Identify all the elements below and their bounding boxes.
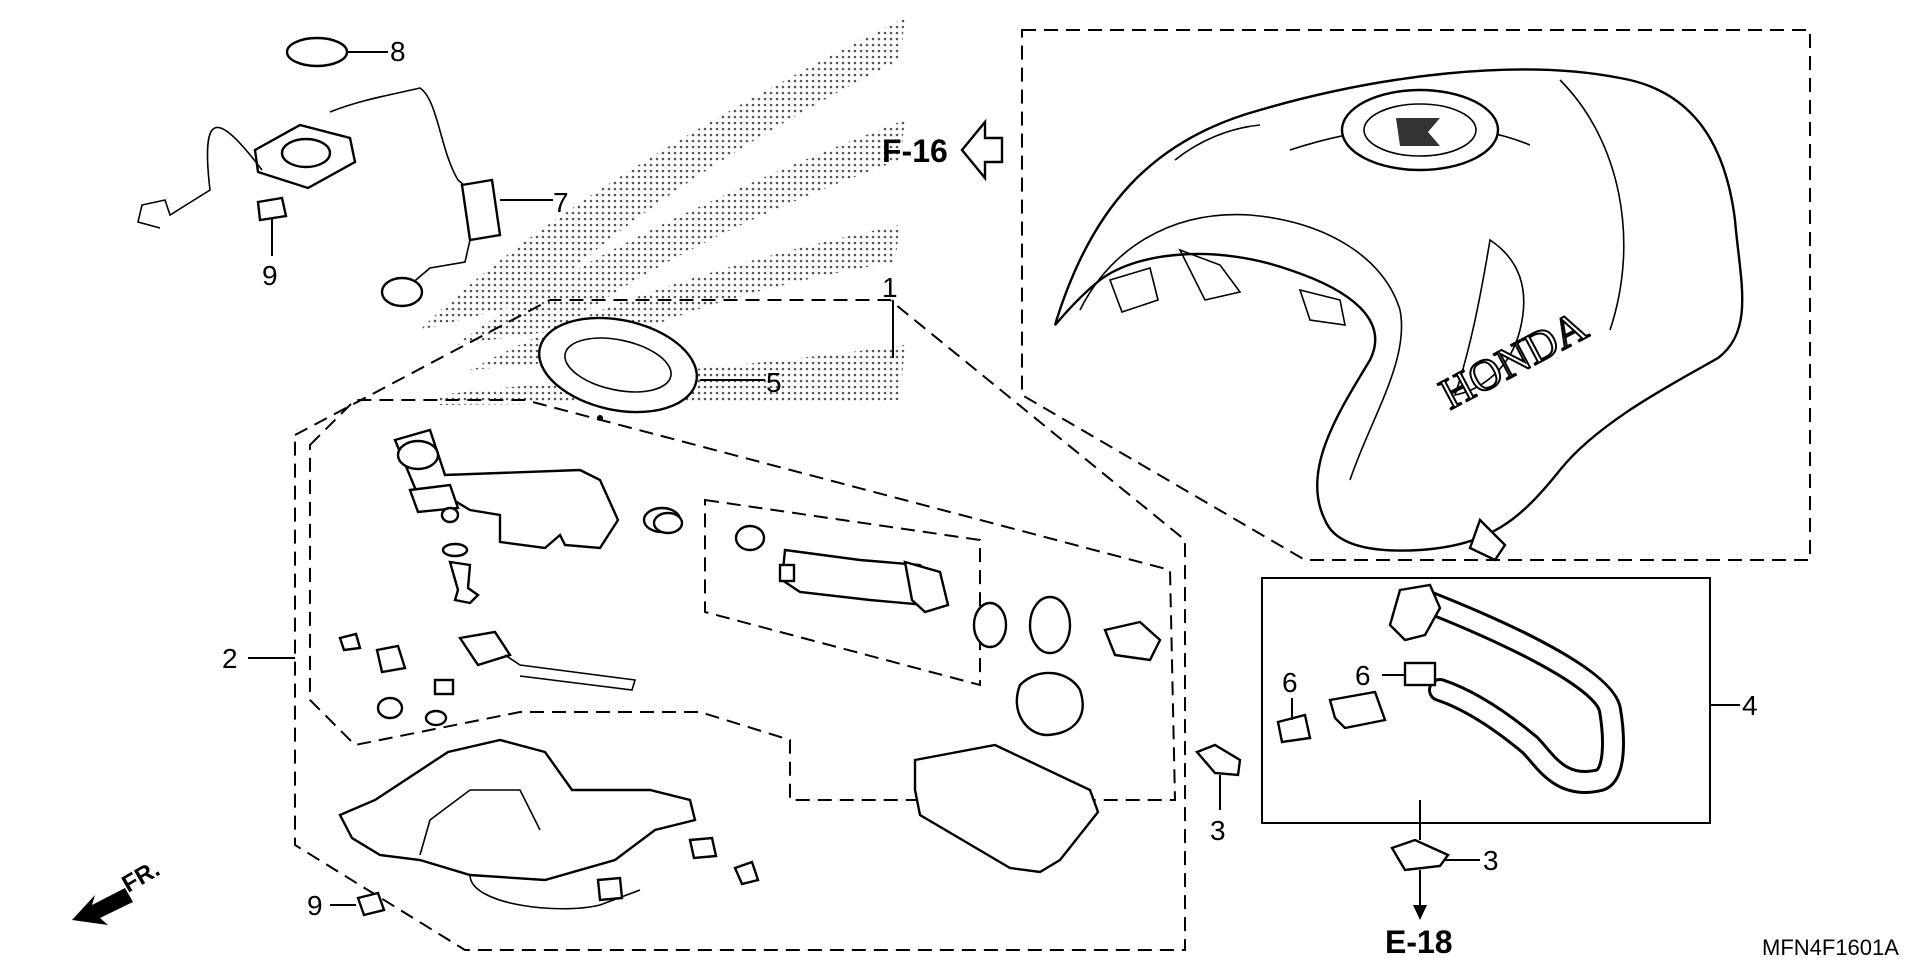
callout-9-lower: 9	[307, 890, 323, 921]
f16-reference: F-16	[882, 118, 1004, 182]
pump-motor-sub-box	[704, 498, 981, 687]
nut-part-lower	[356, 891, 386, 917]
callout-6-left: 6	[1282, 667, 1298, 698]
fuel-feed-tube	[1276, 583, 1625, 794]
fuel-pump-internals	[338, 428, 1162, 910]
tube-clamp-part-right	[1390, 838, 1450, 872]
callout-3-left: 3	[1210, 815, 1226, 846]
callout-5: 5	[766, 367, 782, 398]
fuel-tank-group-box	[1021, 29, 1811, 561]
diagram-code: MFN4F1601A	[1762, 935, 1899, 960]
front-arrow-icon	[72, 888, 133, 925]
callout-1: 1	[882, 272, 898, 303]
set-plate-part	[537, 316, 699, 421]
e18-label: E-18	[1385, 924, 1453, 960]
callout-3-right: 3	[1483, 845, 1499, 876]
down-arrow-icon	[1413, 905, 1427, 920]
callout-6-right: 6	[1355, 660, 1371, 691]
pump-assembly-group-box	[294, 299, 1186, 951]
tube-clamp-part-left	[1194, 743, 1242, 777]
fuel-tank: HONDA	[1053, 68, 1744, 562]
left-hollow-arrow-icon	[960, 118, 1004, 182]
callout-9-upper: 9	[262, 260, 278, 291]
callout-2: 2	[222, 643, 238, 674]
callout-8: 8	[390, 36, 406, 67]
tube-group-box	[1261, 577, 1711, 824]
f16-label: F-16	[882, 133, 948, 169]
nut-part-upper	[256, 196, 288, 222]
callout-7: 7	[553, 187, 569, 218]
pump-inner-group-box	[309, 399, 1177, 801]
fuel-level-sender: 7	[137, 87, 569, 308]
callout-4: 4	[1742, 690, 1758, 721]
o-ring-part	[285, 36, 349, 68]
front-direction-indicator: FR.	[72, 855, 164, 925]
